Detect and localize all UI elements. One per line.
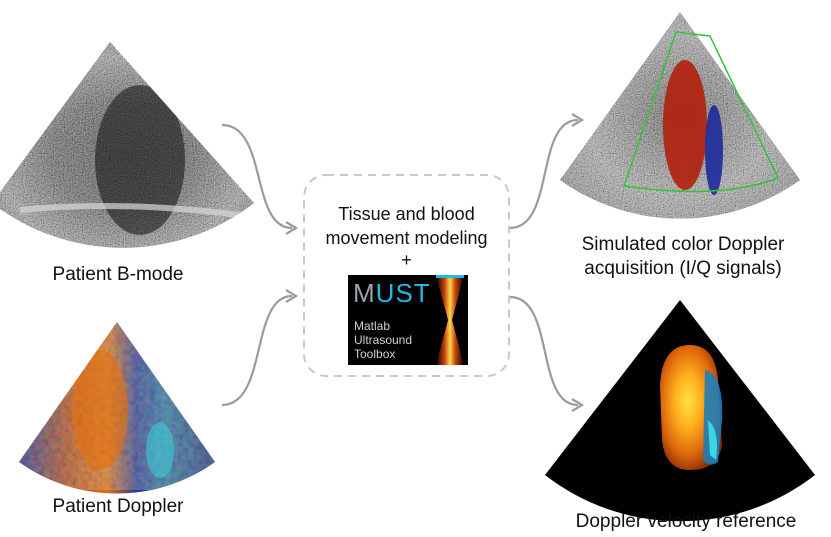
modeling-plus: +	[401, 250, 412, 270]
patient-bmode-image	[0, 42, 254, 248]
doppler-reference-caption: Doppler velocity reference	[575, 511, 797, 532]
must-logo-m: M	[353, 278, 376, 308]
must-logo-line2: Ultrasound	[354, 333, 413, 347]
simulated-caption-line1: Simulated color Doppler	[581, 234, 785, 255]
modeling-text-line2: movement modeling	[325, 228, 488, 248]
must-logo: MUST Matlab Ultrasound Toolbox	[348, 275, 468, 365]
doppler-velocity-reference-image	[545, 300, 815, 522]
arrow-doppler-to-modeling	[221, 289, 299, 407]
color-box-roi	[623, 31, 780, 193]
modeling-dashed-box	[303, 174, 510, 377]
arrow-modeling-to-reference	[509, 295, 585, 412]
must-logo-ust: UST	[375, 278, 431, 308]
patient-bmode-caption: Patient B-mode	[52, 264, 184, 285]
modeling-text-line1: Tissue and blood	[338, 204, 475, 224]
simulated-doppler-caption: Simulated color Doppler acquisition (I/Q…	[548, 233, 818, 281]
modeling-text: Tissue and blood movement modeling +	[304, 202, 509, 270]
arrow-modeling-to-simulated	[509, 113, 585, 230]
must-beam-icon	[436, 275, 464, 365]
must-logo-title: MUST	[353, 277, 431, 309]
must-logo-line3: Toolbox	[354, 347, 396, 361]
must-logo-line1: Matlab	[354, 319, 391, 333]
patient-doppler-caption: Patient Doppler	[52, 496, 184, 517]
patient-doppler-image	[19, 322, 215, 494]
simulated-caption-line2: acquisition (I/Q signals)	[584, 258, 782, 279]
arrow-bmode-to-modeling	[221, 123, 299, 235]
simulated-color-doppler-image	[560, 12, 800, 219]
